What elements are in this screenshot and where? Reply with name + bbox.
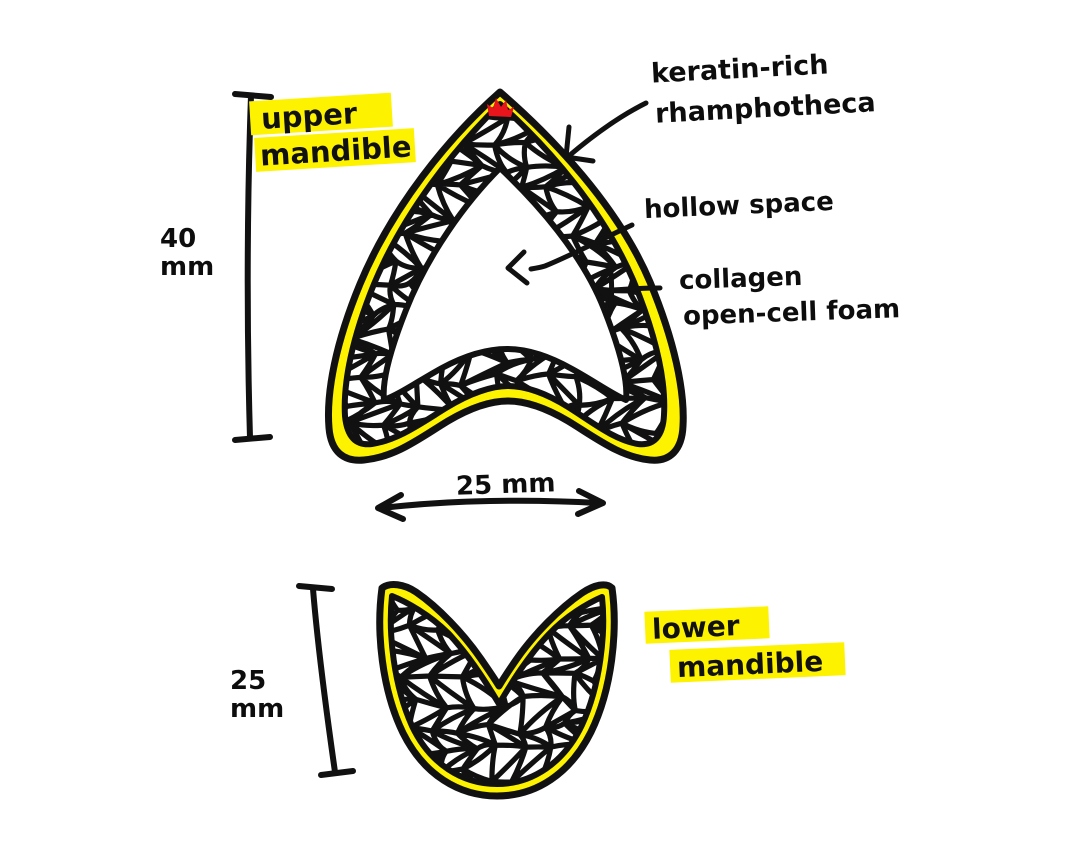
upper-height-dimension-value: 40 mm [160, 225, 214, 281]
collagen-leader-line [610, 285, 663, 293]
collagen-leader-tick [607, 270, 615, 316]
lower-height-dimension-value: 25 mm [230, 667, 284, 723]
upper-height-dimension [232, 91, 274, 443]
lower-mandible-structure [376, 581, 618, 800]
upper-width-arrowhead-right [575, 488, 606, 517]
lower-height-cap-top [296, 583, 335, 592]
collagen-label-line1: collagen [678, 261, 803, 297]
upper-height-number: 40 [160, 224, 197, 254]
apex-red-mark [487, 98, 514, 117]
upper-height-cap-top [232, 91, 274, 100]
lower-height-number: 25 [230, 666, 267, 696]
upper-width-arrowhead-left [375, 492, 406, 522]
leader-lines [505, 100, 663, 316]
lower-mandible-label-line1: lower [651, 609, 741, 646]
lower-mandible-label-line2: mandible [676, 644, 824, 685]
upper-height-unit: mm [160, 252, 215, 283]
upper-height-bar [244, 93, 254, 441]
upper-width-dimension [375, 488, 606, 522]
upper-width-bar [379, 497, 601, 511]
lower-height-unit: mm [230, 694, 285, 725]
keratin-leader-arrowhead [563, 124, 596, 164]
upper-mandible-label-line1: upper [260, 96, 359, 136]
upper-hollow-space [380, 165, 630, 403]
upper-width-dimension-value: 25 mm [455, 468, 556, 502]
hollow-leader-arrowhead [505, 249, 530, 286]
upper-height-cap-bottom [232, 434, 273, 443]
keratin-leader-line [567, 100, 649, 158]
hollow-leader-line [528, 222, 635, 272]
lower-height-cap-bottom [318, 768, 356, 778]
lower-height-bar [310, 586, 338, 775]
lower-height-dimension [296, 583, 356, 778]
